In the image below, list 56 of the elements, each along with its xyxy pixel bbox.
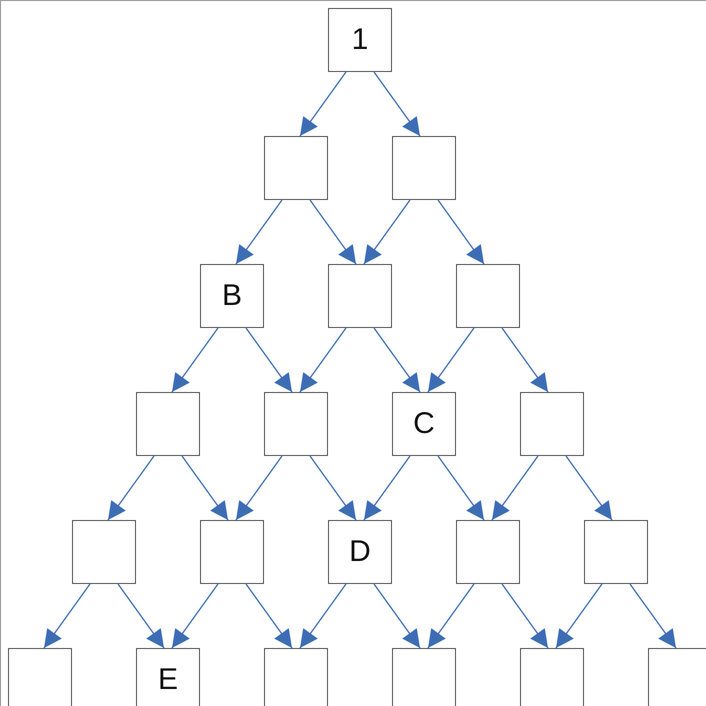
arrow <box>107 456 155 520</box>
arrow <box>629 584 677 648</box>
arrow <box>299 72 347 136</box>
arrow <box>235 200 283 264</box>
arrow <box>373 328 421 392</box>
arrow <box>437 200 485 264</box>
box <box>520 648 584 706</box>
box <box>456 520 520 584</box>
box <box>648 648 706 706</box>
box-label: C <box>413 409 435 439</box>
arrow <box>437 456 485 520</box>
box <box>392 136 456 200</box>
arrow <box>245 328 293 392</box>
arrow <box>235 456 283 520</box>
box <box>136 392 200 456</box>
box-label: 1 <box>352 25 368 55</box>
arrow <box>363 456 411 520</box>
arrow <box>555 584 603 648</box>
box <box>328 520 392 584</box>
arrow <box>181 456 229 520</box>
box <box>392 648 456 706</box>
arrow <box>363 200 411 264</box>
arrow <box>501 584 549 648</box>
box-label: B <box>222 281 242 311</box>
arrow <box>299 328 347 392</box>
box <box>328 264 392 328</box>
box-label: D <box>349 537 371 567</box>
arrow <box>171 584 219 648</box>
box <box>264 648 328 706</box>
box <box>264 392 328 456</box>
box <box>72 520 136 584</box>
arrow <box>491 456 539 520</box>
box-label: E <box>158 665 178 695</box>
arrow <box>245 584 293 648</box>
arrow <box>373 72 421 136</box>
box <box>520 392 584 456</box>
box <box>392 392 456 456</box>
box <box>8 648 72 706</box>
arrow <box>171 328 219 392</box>
arrow <box>501 328 549 392</box>
arrow <box>309 456 357 520</box>
box <box>584 520 648 584</box>
arrow <box>43 584 91 648</box>
box <box>456 264 520 328</box>
arrow <box>299 584 347 648</box>
arrow <box>565 456 613 520</box>
box <box>328 8 392 72</box>
box <box>136 648 200 706</box>
arrow <box>117 584 165 648</box>
arrow <box>373 584 421 648</box>
box <box>200 520 264 584</box>
box <box>200 264 264 328</box>
box <box>264 136 328 200</box>
arrow <box>427 584 475 648</box>
arrow <box>427 328 475 392</box>
arrow <box>309 200 357 264</box>
